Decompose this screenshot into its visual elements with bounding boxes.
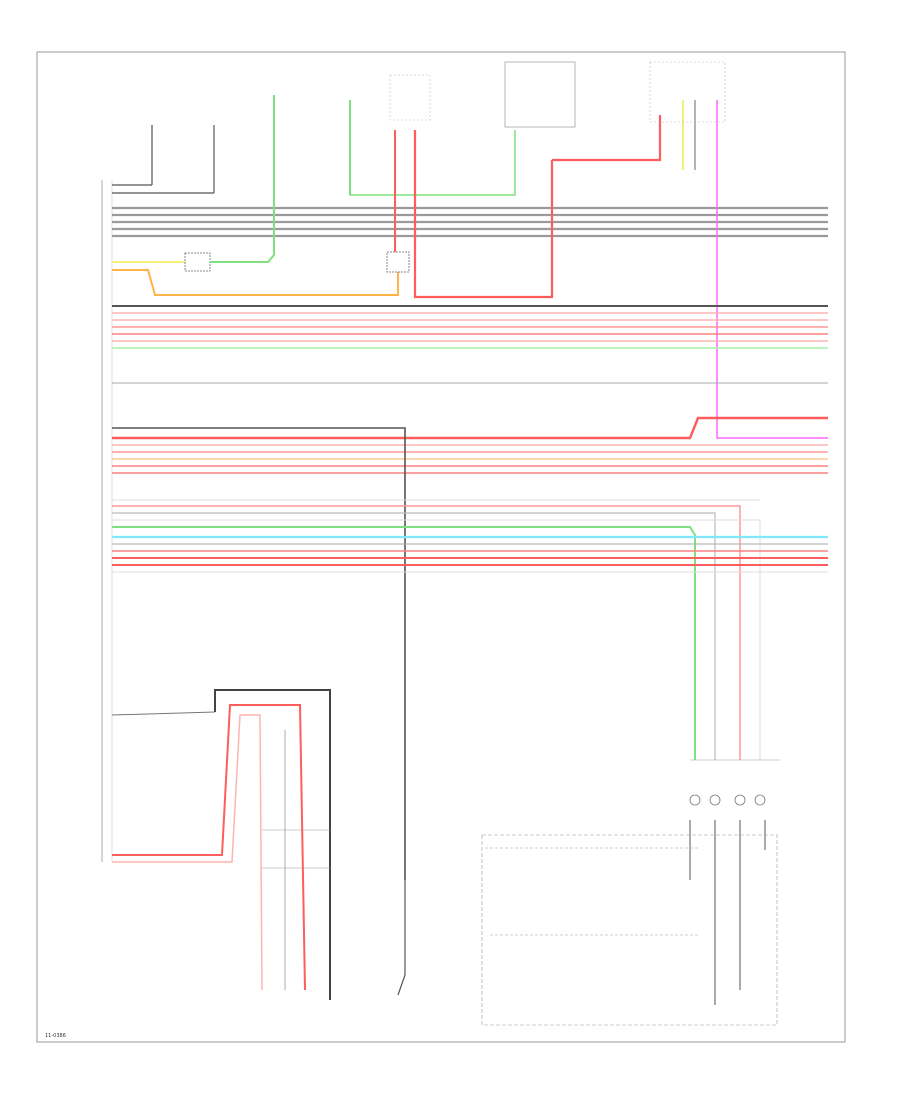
- red-bus-group: [112, 416, 828, 880]
- top-connectors: [349, 61, 828, 439]
- bottom-right-switch-assembly: [481, 759, 780, 1026]
- colored-bus-group: [112, 499, 828, 760]
- gray-bus-group-1: [112, 206, 828, 238]
- bottom-center-sensor: [397, 880, 406, 996]
- diagram-frame: [36, 51, 846, 1043]
- top-sensor-wires: [112, 125, 215, 194]
- ecu-connector-column: [101, 180, 113, 862]
- page-code: 11-0386: [45, 1033, 66, 1039]
- gray-bus-group-2: [112, 305, 828, 384]
- bottom-left-assembly: [111, 689, 331, 1000]
- yellow-orange-wires: [112, 95, 410, 296]
